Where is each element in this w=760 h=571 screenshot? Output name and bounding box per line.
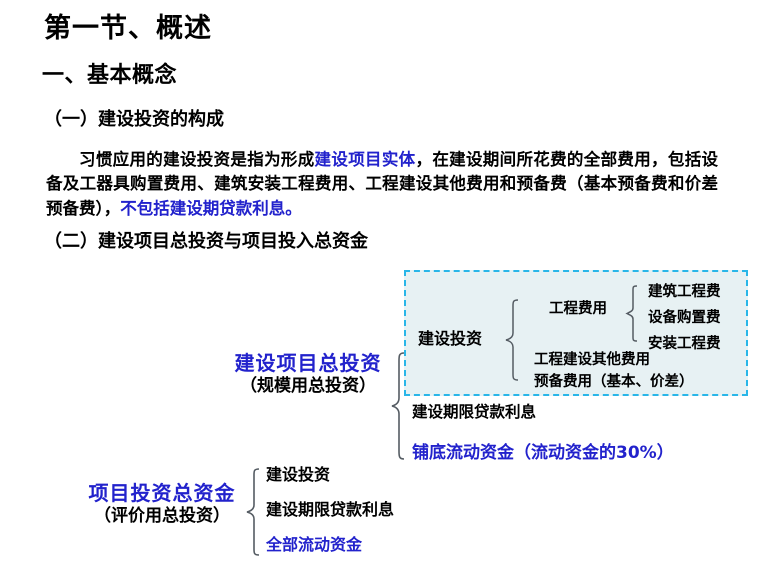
total-investment-subtitle: （规模用总投资） <box>240 376 376 396</box>
page-title: 第一节、概述 <box>44 13 212 44</box>
total-investment-brace <box>391 352 407 460</box>
section-heading: 一、基本概念 <box>42 63 178 88</box>
total-investment-child-working-capital: 铺底流动资金（流动资金的30%） <box>412 443 674 463</box>
construction-investment-highlight-box <box>404 270 748 396</box>
construction-investment-brace <box>505 299 521 381</box>
paragraph-highlight-1: 建设项目实体 <box>314 150 416 169</box>
sub-heading-construction-investment-composition: （一）建设投资的构成 <box>44 109 224 130</box>
body-paragraph: 习惯应用的建设投资是指为形成建设项目实体，在建设期间所花费的全部费用，包括设备及… <box>46 148 718 221</box>
engineering-cost-child-installation: 安装工程费 <box>648 336 721 352</box>
project-total-capital-brace <box>246 468 262 556</box>
paragraph-part-1: 习惯应用的建设投资是指为形成 <box>79 150 315 169</box>
total-investment-child-loan-interest: 建设期限贷款利息 <box>412 403 537 421</box>
project-total-capital-child-loan-interest: 建设期限贷款利息 <box>266 500 395 519</box>
project-total-capital-label: 项目投资总资金 （评价用总投资） <box>78 482 246 527</box>
project-total-capital-title: 项目投资总资金 <box>88 481 236 505</box>
construction-investment-child-other-cost: 工程建设其他费用 <box>534 352 650 368</box>
project-total-capital-child-working-capital: 全部流动资金 <box>266 535 363 554</box>
sub-heading-total-investment-vs-capital: （二）建设项目总投资与项目投入总资金 <box>44 231 368 252</box>
engineering-cost-brace <box>625 285 640 342</box>
total-investment-label: 建设项目总投资 （规模用总投资） <box>228 352 388 397</box>
project-total-capital-child-construction-investment: 建设投资 <box>266 465 331 484</box>
construction-investment-child-reserve-cost: 预备费用（基本、价差） <box>534 374 694 390</box>
paragraph-part-2: ，在建设期间所花费的全部费用，包括设备及工器具购置费用、建筑安装工程费用、工程建… <box>46 150 719 218</box>
engineering-cost-child-building: 建筑工程费 <box>648 284 721 300</box>
construction-investment-title: 建设投资 <box>418 329 483 348</box>
paragraph-highlight-2: 不包括建设期贷款利息。 <box>120 198 302 218</box>
engineering-cost-child-equipment: 设备购置费 <box>648 310 721 326</box>
construction-investment-child-engineering-cost: 工程费用 <box>549 301 607 317</box>
total-investment-title: 建设项目总投资 <box>234 351 382 375</box>
project-total-capital-subtitle: （评价用总投资） <box>94 506 230 526</box>
